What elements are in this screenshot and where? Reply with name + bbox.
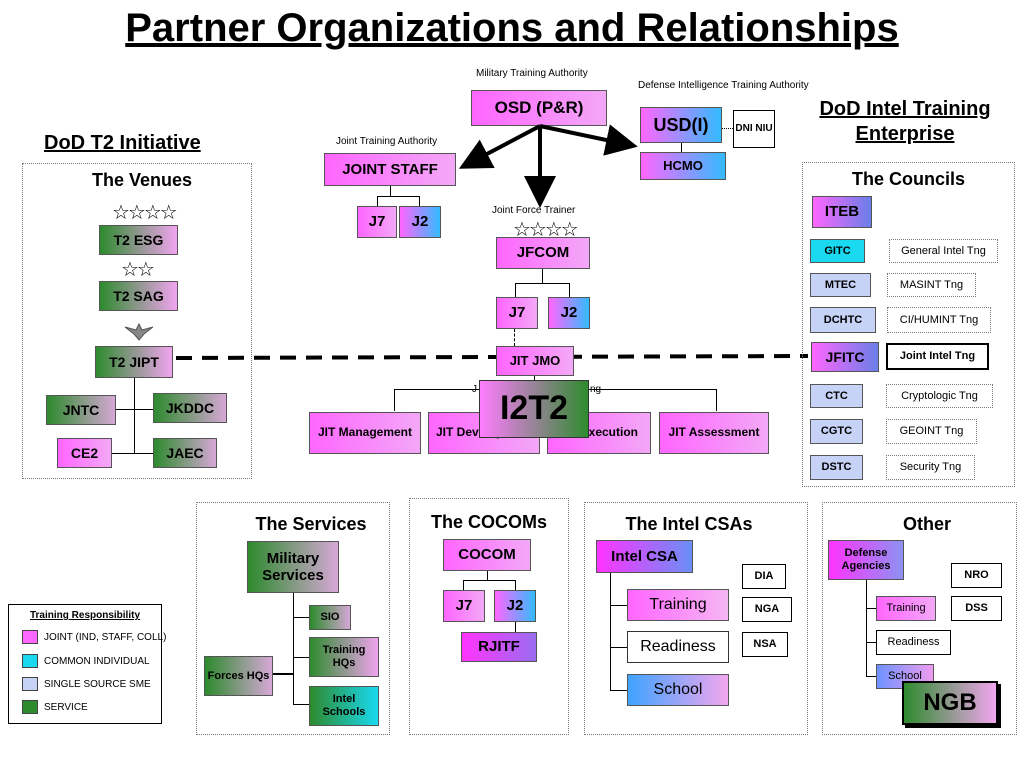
other-training-box: Training (876, 596, 936, 621)
joint-force-trainer-label: Joint Force Trainer (492, 205, 576, 216)
cocom-j2-box: J2 (494, 590, 536, 622)
military-training-authority-label: Military Training Authority (476, 68, 588, 79)
training-hqs-box: Training HQs (309, 637, 379, 677)
defense-agencies-box: Defense Agencies (828, 540, 904, 580)
defense-intel-training-authority-label: Defense Intelligence Training Authority (638, 80, 809, 91)
esg-stars-icon: ☆☆☆☆ (112, 202, 178, 224)
ce2-box: CE2 (57, 438, 112, 468)
council-cgtc-box: CGTC (810, 419, 863, 444)
services-panel (196, 502, 390, 735)
jaec-box: JAEC (153, 438, 217, 468)
cocom-j7-box: J7 (443, 590, 485, 622)
cocoms-panel (409, 498, 569, 735)
councils-panel (802, 162, 1015, 487)
other-panel (822, 502, 1017, 735)
council-jfitc-box: JFITC (811, 342, 879, 372)
jfcom-stars-icon: ☆☆☆☆ (513, 219, 579, 241)
dia-box: DIA (742, 564, 786, 589)
t2-esg-box: T2 ESG (99, 225, 178, 255)
intel-schools-box: Intel Schools (309, 686, 379, 726)
military-services-box: Military Services (247, 541, 339, 593)
cocom-box: COCOM (443, 539, 531, 571)
t2-jipt-box: T2 JIPT (95, 346, 173, 378)
jit-label-fragment-left: J (472, 384, 477, 395)
council-gitc-box: GITC (810, 239, 865, 263)
csa-school-box: School (627, 674, 729, 706)
jfcom-j7-box: J7 (496, 297, 538, 329)
dod-intel-heading: DoD Intel Training Enterprise (819, 98, 991, 145)
council-jfitc-desc: Joint Intel Tng (886, 343, 989, 370)
eagle-icon (124, 322, 154, 342)
jit-assessment-box: JIT Assessment (659, 412, 769, 454)
council-dchtc-desc: CI/HUMINT Tng (887, 307, 991, 333)
sio-box: SIO (309, 605, 351, 630)
usdi-box: USD(I) (640, 107, 722, 143)
joint-staff-j7-box: J7 (357, 206, 397, 238)
dod-t2-heading: DoD T2 Initiative (44, 132, 201, 154)
council-ctc-desc: Cryptologic Tng (886, 384, 993, 408)
jntc-box: JNTC (46, 395, 116, 425)
csas-panel (584, 502, 808, 735)
cocoms-heading: The COCOMs (430, 512, 547, 532)
council-mtec-desc: MASINT Tng (887, 273, 976, 297)
legend-item-joint: JOINT (IND, STAFF, COLL) (22, 630, 166, 644)
council-mtec-box: MTEC (810, 273, 871, 297)
nsa-box: NSA (742, 632, 788, 657)
csa-training-box: Training (627, 589, 729, 621)
joint-staff-box: JOINT STAFF (324, 153, 456, 186)
intel-csa-box: Intel CSA (596, 540, 693, 573)
hcmo-box: HCMO (640, 152, 726, 180)
jit-management-box: JIT Management (309, 412, 421, 454)
other-readiness-box: Readiness (876, 630, 951, 655)
nro-box: NRO (951, 563, 1002, 588)
iteb-box: ITEB (812, 196, 872, 228)
i2t2-box: I2T2 (479, 380, 589, 438)
legend-title: Training Responsibility (29, 610, 140, 621)
council-ctc-box: CTC (810, 384, 863, 408)
sag-stars-icon: ☆☆ (121, 259, 155, 281)
legend-item-single-source: SINGLE SOURCE SME (22, 677, 151, 691)
council-gitc-desc: General Intel Tng (889, 239, 998, 263)
legend-item-service: SERVICE (22, 700, 88, 714)
council-cgtc-desc: GEOINT Tng (886, 419, 977, 444)
council-dstc-desc: Security Tng (886, 455, 975, 480)
council-dstc-box: DSTC (810, 455, 863, 480)
jit-label-fragment-right: ng (590, 384, 602, 395)
jfcom-j2-box: J2 (548, 297, 590, 329)
council-dchtc-box: DCHTC (810, 307, 876, 333)
ngb-box: NGB (902, 681, 998, 725)
osd-pr-box: OSD (P&R) (471, 90, 607, 126)
venues-heading: The Venues (91, 170, 193, 190)
csas-heading: The Intel CSAs (625, 514, 753, 534)
dni-niu-box: DNI NIU (733, 110, 775, 148)
joint-training-authority-label: Joint Training Authority (336, 136, 438, 147)
services-heading: The Services (255, 514, 367, 534)
councils-heading: The Councils (851, 169, 965, 189)
other-heading: Other (902, 514, 951, 534)
venues-panel (22, 163, 252, 479)
forces-hqs-box: Forces HQs (204, 656, 273, 696)
legend-panel (8, 604, 162, 724)
nga-box: NGA (742, 597, 792, 622)
t2-sag-box: T2 SAG (99, 281, 178, 311)
dss-box: DSS (951, 596, 1002, 621)
jfcom-box: JFCOM (496, 237, 590, 269)
joint-staff-j2-box: J2 (399, 206, 441, 238)
jkddc-box: JKDDC (153, 393, 227, 423)
page-title: Partner Organizations and Relationships (125, 6, 899, 50)
jit-jmo-box: JIT JMO (496, 346, 574, 376)
legend-item-common: COMMON INDIVIDUAL (22, 654, 150, 668)
csa-readiness-box: Readiness (627, 631, 729, 663)
rjitf-box: RJITF (461, 632, 537, 662)
